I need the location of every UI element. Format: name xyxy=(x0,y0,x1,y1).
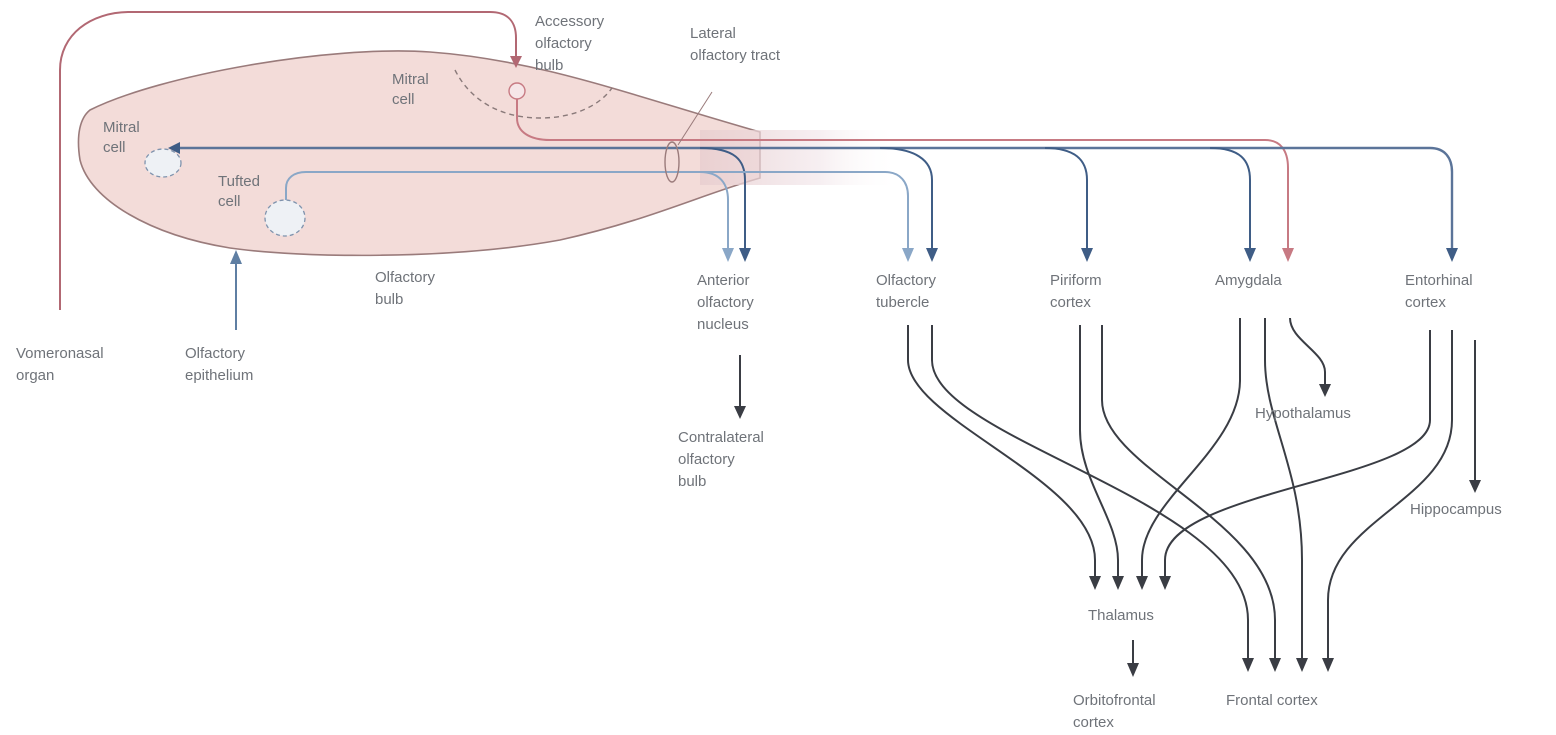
label-orbitofrontal-cortex: Orbitofrontal cortex xyxy=(1073,692,1160,731)
epithelium-arrowhead xyxy=(230,250,242,264)
amygdala-red-arrowhead xyxy=(1282,248,1294,262)
label-hippocampus: Hippocampus xyxy=(1410,501,1502,518)
label-entorhinal-cortex: Entorhinal cortex xyxy=(1405,272,1477,311)
tufted-anterior-arrowhead xyxy=(722,248,734,262)
label-piriform-cortex: Piriform cortex xyxy=(1050,272,1106,311)
entorhinal-arrowhead xyxy=(1446,248,1458,262)
label-vomeronasal-organ: Vomeronasal organ xyxy=(16,345,108,384)
label-hypothalamus: Hypothalamus xyxy=(1255,405,1351,422)
amygdala-blue-arrowhead xyxy=(1244,248,1256,262)
tufted-tubercle-arrowhead xyxy=(902,248,914,262)
accessory-mitral-cell-body xyxy=(509,83,525,99)
label-anterior-olfactory-nucleus: Anterior olfactory nucleus xyxy=(697,272,758,333)
label-frontal-cortex: Frontal cortex xyxy=(1226,692,1318,709)
hippocampus-arrowhead xyxy=(1469,480,1481,493)
branch-piriform xyxy=(1045,148,1087,250)
branch-amygdala xyxy=(1210,148,1250,250)
amygdala-to-hypothalamus xyxy=(1290,318,1325,385)
piriform-arrowhead xyxy=(1081,248,1093,262)
contralateral-arrowhead xyxy=(734,406,746,419)
label-olfactory-bulb: Olfactory bulb xyxy=(375,269,439,308)
mitral-cell-body xyxy=(145,149,181,177)
tufted-cell-body xyxy=(265,200,305,236)
olfactory-tubercle-arrowhead xyxy=(926,248,938,262)
label-accessory-bulb: Accessory olfactory bulb xyxy=(535,13,608,74)
lateral-tract-fade xyxy=(700,130,900,185)
label-lateral-tract: Lateral olfactory tract xyxy=(690,25,781,64)
label-amygdala: Amygdala xyxy=(1215,272,1282,289)
label-olfactory-epithelium: Olfactory epithelium xyxy=(185,345,253,384)
cortical-projections xyxy=(908,318,1452,665)
hypothalamus-arrowhead xyxy=(1319,384,1331,397)
label-thalamus: Thalamus xyxy=(1088,607,1154,624)
label-contralateral-bulb: Contralateral olfactory bulb xyxy=(678,429,768,490)
projection-arrowheads xyxy=(1089,576,1334,677)
label-olfactory-tubercle: Olfactory tubercle xyxy=(876,272,940,311)
anterior-nucleus-arrowhead xyxy=(739,248,751,262)
